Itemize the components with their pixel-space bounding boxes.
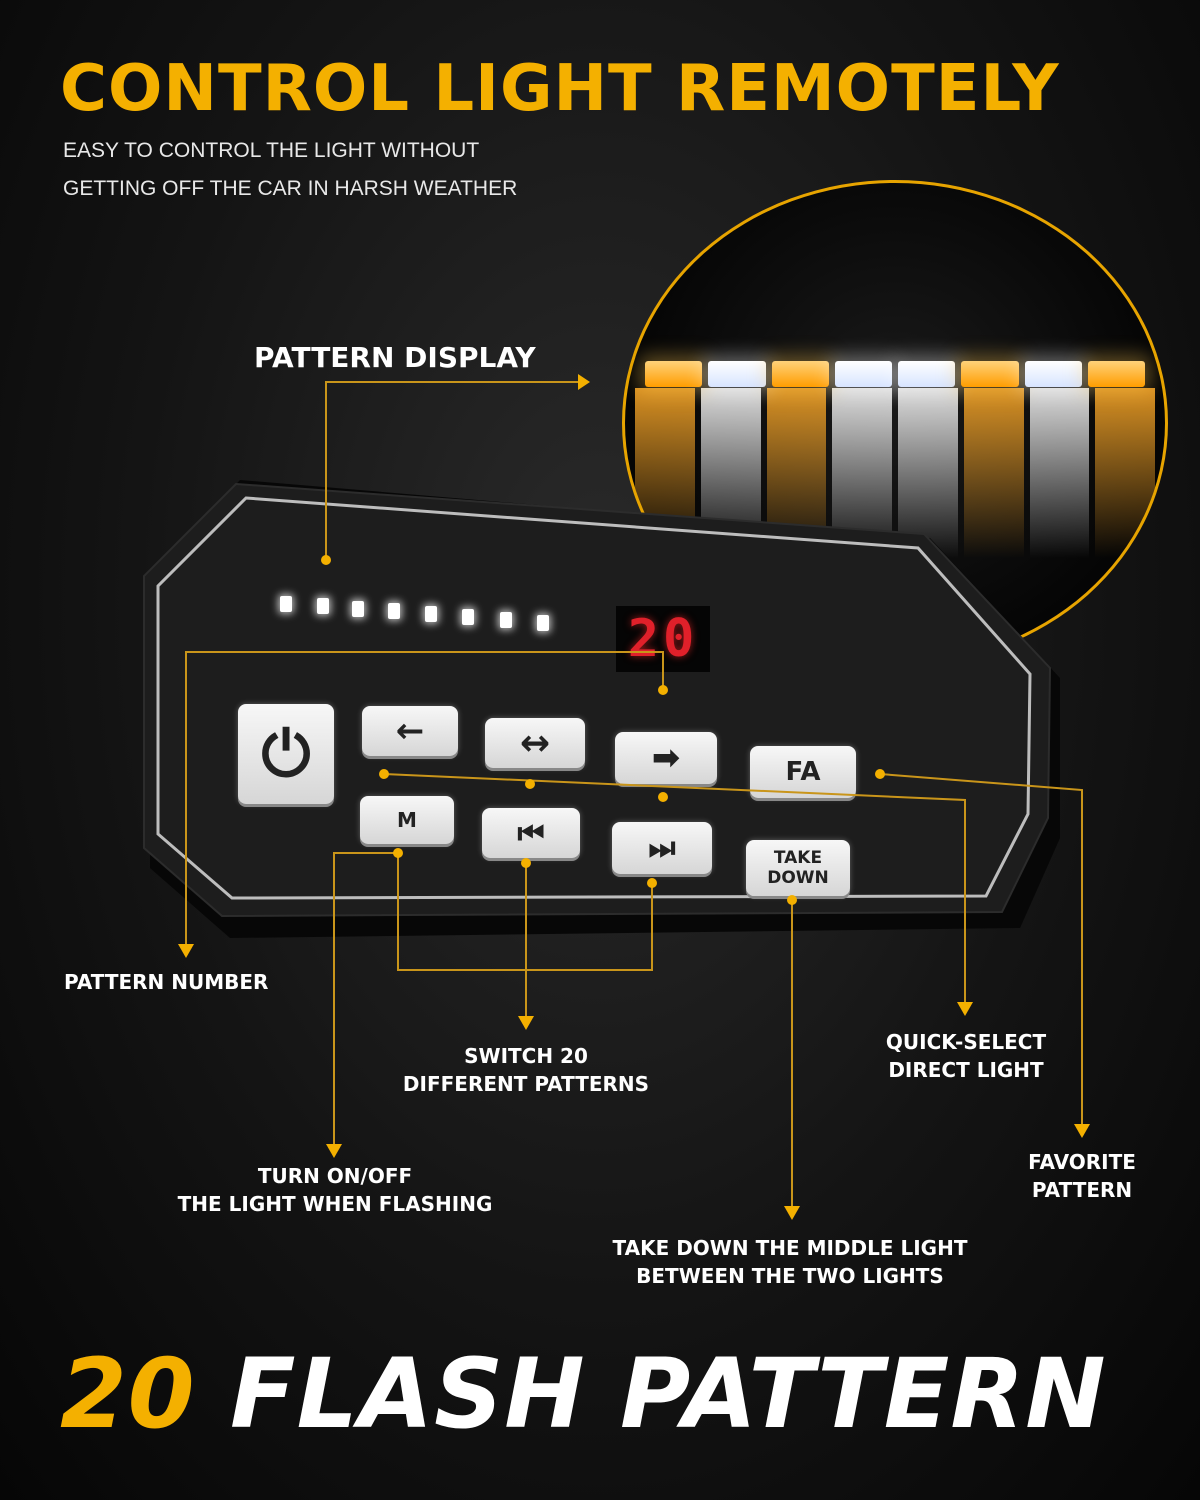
light-bar xyxy=(645,361,1145,401)
light-segment xyxy=(1087,361,1145,387)
both-arrow-button[interactable]: ↔ xyxy=(485,718,585,768)
mode-button[interactable]: M xyxy=(360,796,454,844)
pattern-display-label: PATTERN DISPLAY xyxy=(254,341,536,374)
skip-forward-icon: ⏭ xyxy=(648,830,676,866)
take-down-button[interactable]: TAKE DOWN xyxy=(746,840,850,896)
turn-label-line-2: THE LIGHT WHEN FLASHING xyxy=(177,1192,493,1216)
turn-on-off-label: TURN ON/OFF THE LIGHT WHEN FLASHING xyxy=(150,1162,520,1218)
pattern-led xyxy=(317,598,329,614)
pattern-led xyxy=(425,606,437,622)
previous-pattern-button[interactable]: ⏮ xyxy=(482,808,580,858)
power-icon: ⏻ xyxy=(261,717,311,790)
light-segment xyxy=(898,361,956,387)
pattern-led xyxy=(462,609,474,625)
favorite-label-line-1: FAVORITE xyxy=(1028,1150,1136,1174)
takedown-label-line-2: BETWEEN THE TWO LIGHTS xyxy=(636,1264,944,1288)
favorite-pattern-label: FAVORITE PATTERN xyxy=(1000,1148,1164,1204)
pattern-number-label: PATTERN NUMBER xyxy=(64,970,269,994)
light-segment xyxy=(771,361,829,387)
skip-back-icon: ⏮ xyxy=(517,815,545,851)
turn-label-line-1: TURN ON/OFF xyxy=(257,1164,413,1188)
right-arrow-button[interactable]: ➡ xyxy=(615,732,717,784)
quick-label-line-1: QUICK-SELECT xyxy=(885,1030,1047,1054)
pattern-led xyxy=(352,601,364,617)
switch-label-line-2: DIFFERENT PATTERNS xyxy=(402,1072,650,1096)
controller-panel: 20 ⏻ ← ↔ ➡ FA M ⏮ ⏭ TAKE DOWN xyxy=(140,478,1070,958)
left-arrow-button[interactable]: ← xyxy=(362,706,458,756)
pattern-led xyxy=(537,615,549,631)
quick-label-line-2: DIRECT LIGHT xyxy=(888,1058,1044,1082)
arrow-right-icon: ➡ xyxy=(651,738,681,778)
switch-patterns-label: SWITCH 20 DIFFERENT PATTERNS xyxy=(376,1042,676,1098)
page-title: CONTROL LIGHT REMOTELY xyxy=(60,52,1060,126)
pattern-led xyxy=(280,596,292,612)
take-down-label: TAKE DOWN THE MIDDLE LIGHT BETWEEN THE T… xyxy=(580,1234,1000,1290)
subtitle-line-1: EASY TO CONTROL THE LIGHT WITHOUT xyxy=(63,139,480,162)
arrow-both-icon: ↔ xyxy=(519,722,551,764)
light-segment xyxy=(645,361,703,387)
light-segment xyxy=(708,361,766,387)
favorite-label-line-2: PATTERN xyxy=(1031,1178,1133,1202)
footer-number: 20 xyxy=(60,1338,196,1450)
next-pattern-button[interactable]: ⏭ xyxy=(612,822,712,874)
arrow-left-icon: ← xyxy=(395,711,425,751)
subtitle: EASY TO CONTROL THE LIGHT WITHOUT GETTIN… xyxy=(63,132,517,208)
pattern-led xyxy=(388,603,400,619)
footer-text: FLASH PATTERN xyxy=(195,1338,1107,1450)
footer-title: 20 FLASH PATTERN xyxy=(60,1338,1180,1450)
takedown-label-line-1: TAKE DOWN THE MIDDLE LIGHT xyxy=(612,1236,968,1260)
light-segment xyxy=(834,361,892,387)
quick-select-label: QUICK-SELECT DIRECT LIGHT xyxy=(862,1028,1070,1084)
pattern-led xyxy=(500,612,512,628)
switch-label-line-1: SWITCH 20 xyxy=(464,1044,588,1068)
take-down-label-1: TAKE xyxy=(773,848,823,868)
light-segment xyxy=(961,361,1019,387)
take-down-label-2: DOWN xyxy=(767,868,829,888)
power-button[interactable]: ⏻ xyxy=(238,704,334,804)
light-segment xyxy=(1024,361,1082,387)
subtitle-line-2: GETTING OFF THE CAR IN HARSH WEATHER xyxy=(63,177,518,200)
favorite-button[interactable]: FA xyxy=(750,746,856,798)
